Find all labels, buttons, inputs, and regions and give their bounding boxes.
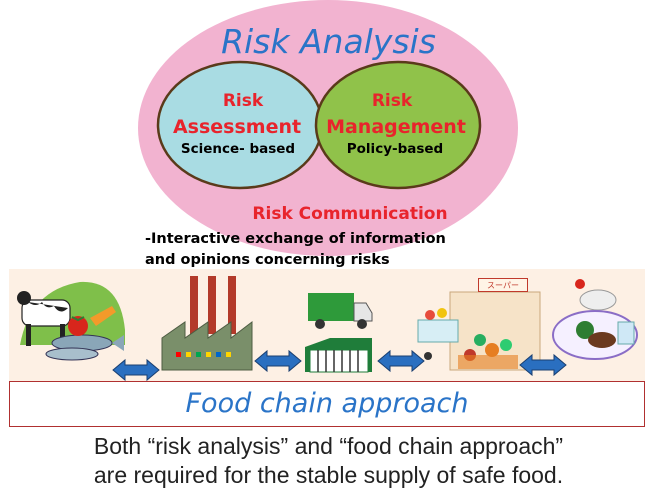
double-arrow-icon (112, 349, 567, 382)
conclusion-text: Both “risk analysis” and “food chain app… (0, 432, 657, 490)
fish-icon (45, 334, 124, 361)
risk-management-label-line1: Risk (371, 91, 413, 111)
food-chain-box (9, 381, 645, 427)
risk-communication-title: Risk Communication (252, 204, 448, 224)
tomato-icon (68, 306, 116, 336)
supermarket-sign: スーパー (478, 278, 528, 292)
food-chain-title: Food chain approach (185, 388, 469, 419)
risk-management-circle (314, 60, 482, 190)
warehouse-icon (305, 338, 372, 373)
cow-icon (17, 281, 125, 346)
risk-communication-description-line2: and opinions concerning risks (145, 252, 390, 268)
meal-icon (552, 279, 638, 360)
factory-icon (161, 276, 253, 371)
conclusion-line2: are required for the stable supply of sa… (93, 462, 564, 488)
risk-management-label-line2: Management (326, 116, 466, 138)
conclusion-line1: Both “risk analysis” and “food chain app… (93, 433, 564, 459)
risk-analysis-title: Risk Analysis (221, 22, 436, 61)
risk-communication-description: -Interactive exchange of information and… (145, 229, 585, 271)
risk-assessment-basis: Science- based (180, 141, 296, 157)
truck-icon (308, 293, 373, 329)
risk-assessment-label-line2: Assessment (172, 116, 302, 138)
risk-communication-description-line1: -Interactive exchange of information (145, 231, 446, 247)
risk-assessment-label-line1: Risk (222, 91, 264, 111)
risk-management-basis: Policy-based (346, 141, 444, 157)
supermarket-icon (417, 291, 541, 371)
